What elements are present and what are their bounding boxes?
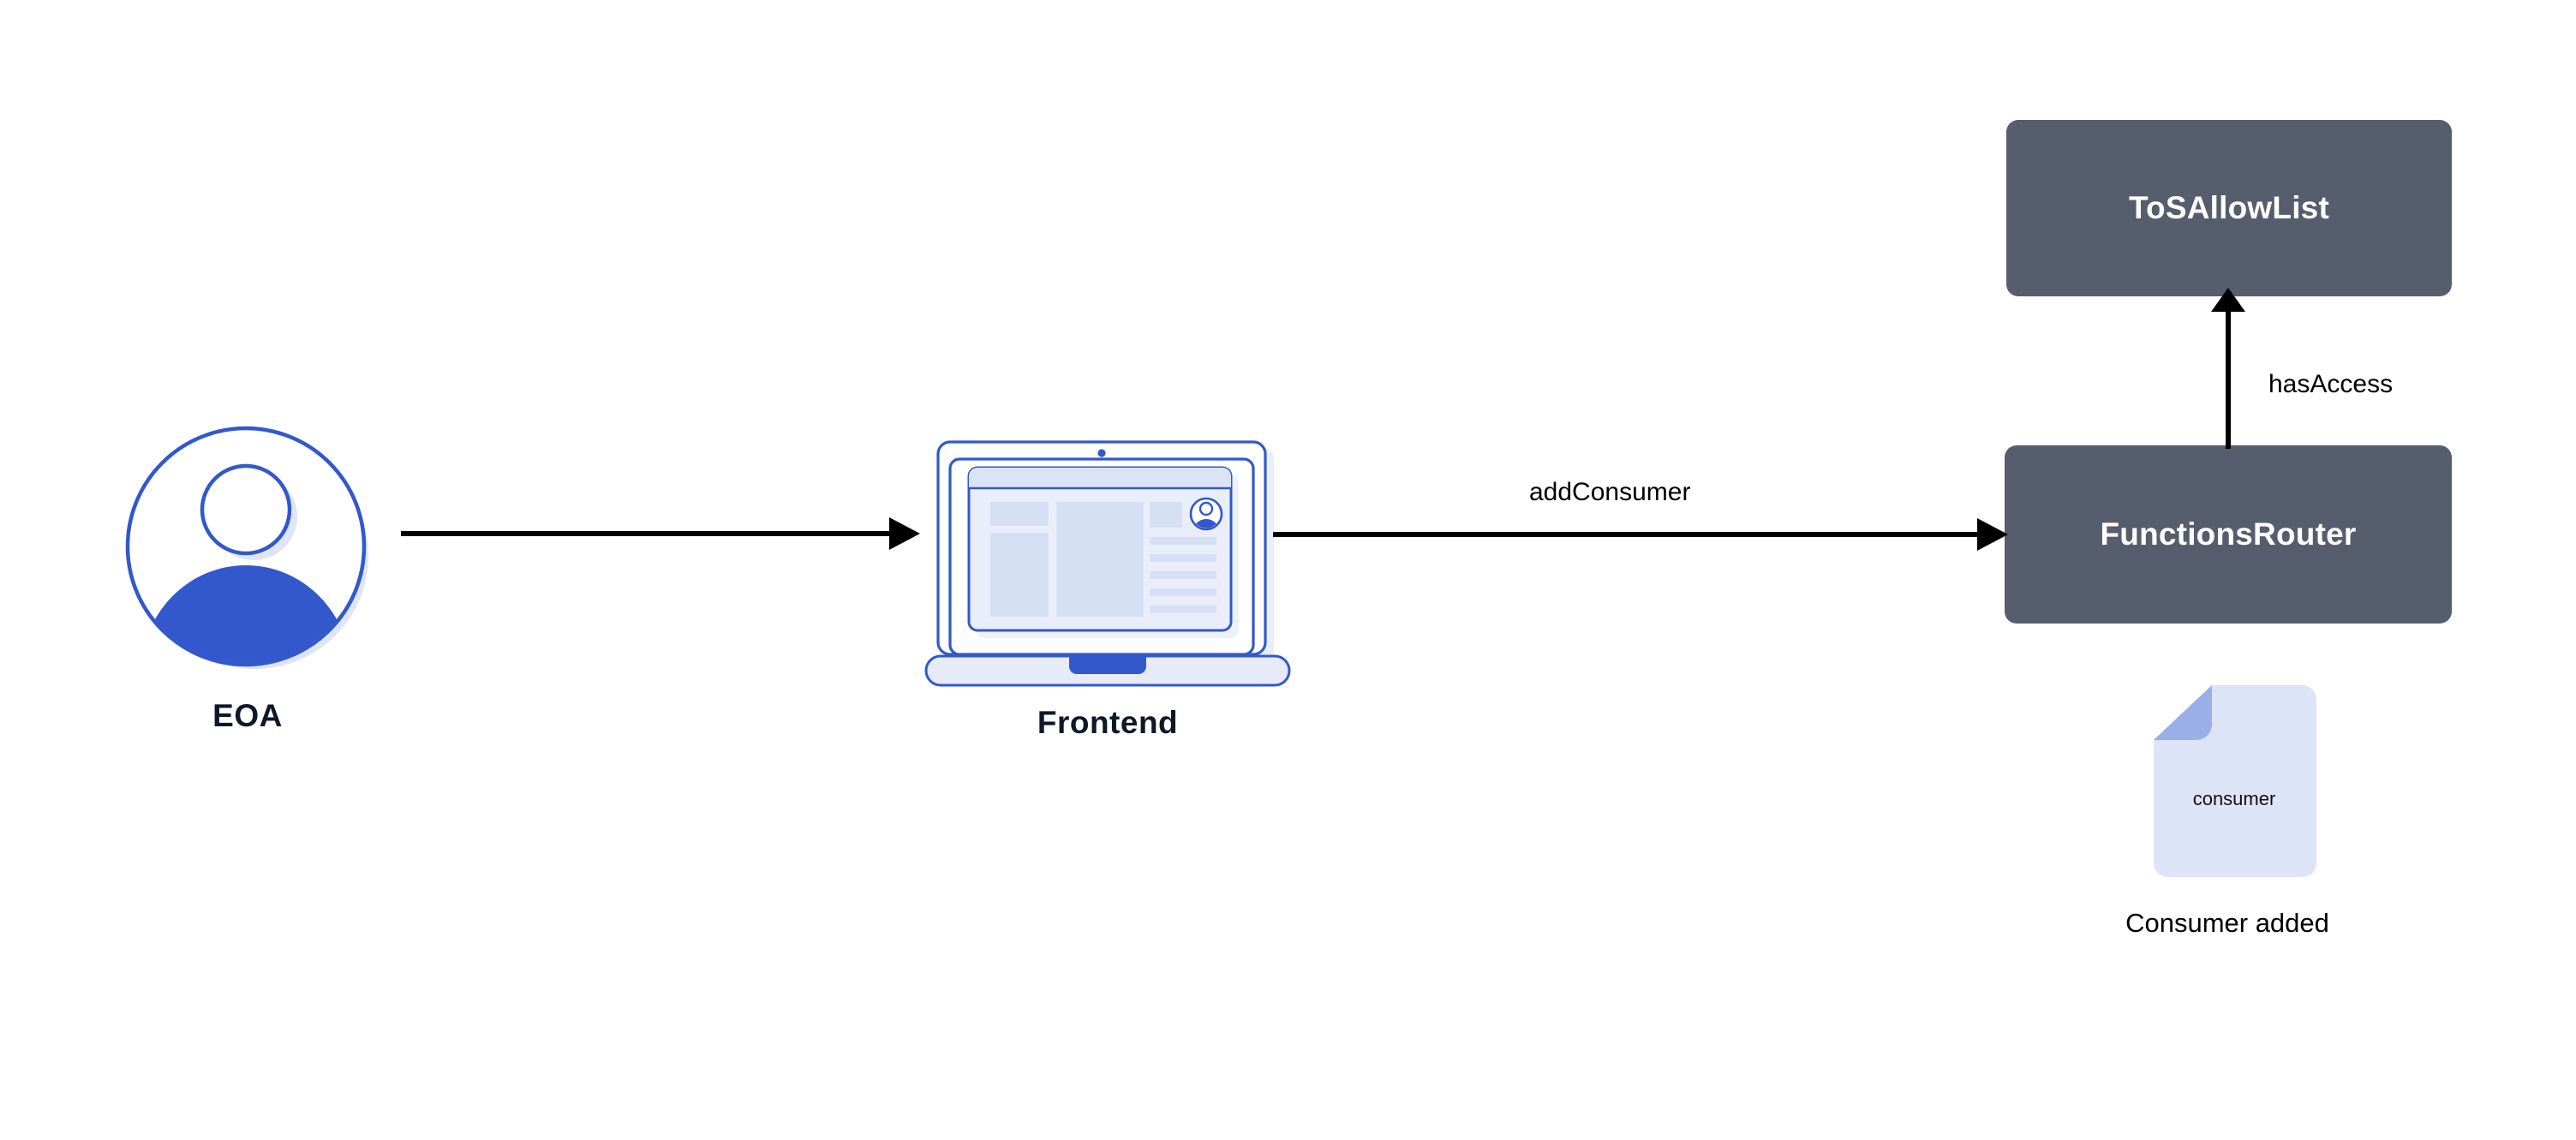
node-functions-router[interactable]: FunctionsRouter bbox=[2005, 445, 2452, 624]
edge-label-add-consumer: addConsumer bbox=[1529, 478, 1691, 506]
node-eoa[interactable]: EOA bbox=[123, 424, 380, 784]
document-icon-label: consumer bbox=[2192, 788, 2276, 809]
user-avatar-icon bbox=[125, 426, 368, 669]
edge-functions-router-to-tos-allow-list bbox=[2211, 288, 2245, 449]
edge-eoa-to-frontend bbox=[401, 517, 920, 550]
edge-frontend-to-functions-router bbox=[1273, 518, 2008, 551]
consumer-added-caption: Consumer added bbox=[2125, 908, 2329, 938]
laptop-icon bbox=[924, 440, 1291, 687]
node-functions-router-label: FunctionsRouter bbox=[2100, 516, 2357, 552]
node-eoa-label: EOA bbox=[212, 698, 283, 733]
edge-label-has-access: hasAccess bbox=[2268, 370, 2394, 398]
node-tos-allow-list[interactable]: ToSAllowList bbox=[2006, 120, 2452, 296]
node-tos-allow-list-label: ToSAllowList bbox=[2129, 190, 2329, 225]
node-frontend-label: Frontend bbox=[1037, 705, 1179, 740]
document-icon bbox=[2154, 685, 2316, 877]
node-consumer-document[interactable]: consumer bbox=[2152, 683, 2316, 877]
node-frontend[interactable]: Frontend bbox=[923, 435, 1292, 795]
